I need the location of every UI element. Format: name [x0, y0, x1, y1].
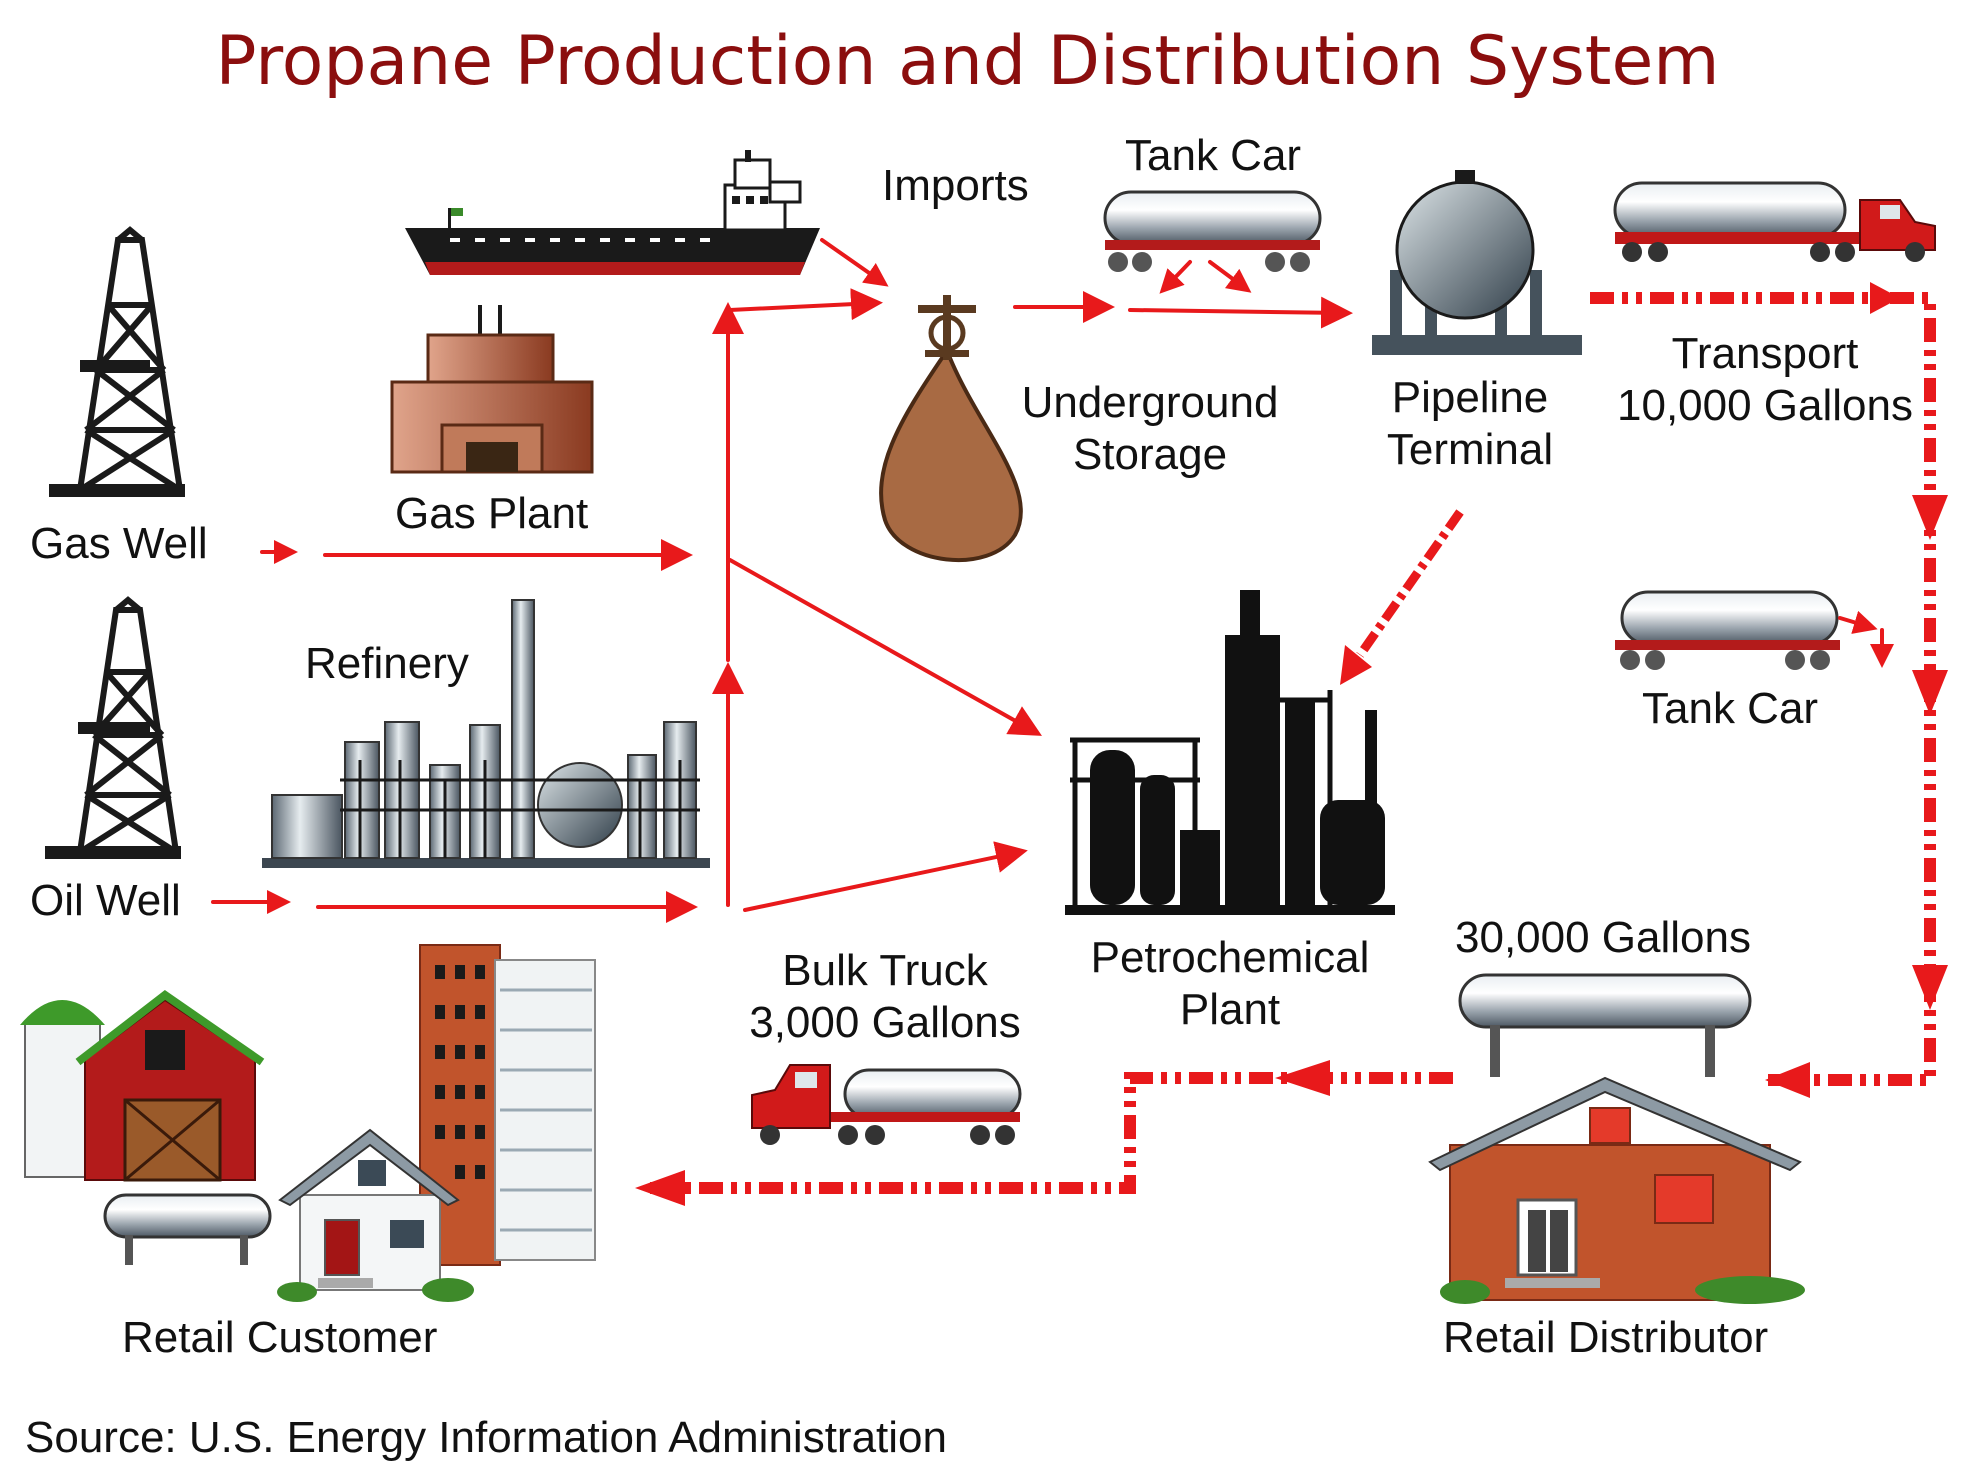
- petrochemical-plant-icon: [1065, 590, 1395, 915]
- pipeline-terminal-line1: Pipeline: [1391, 373, 1549, 422]
- gas-plant-label: Gas Plant: [395, 489, 589, 538]
- underground-storage-line1: Underground: [1021, 378, 1279, 427]
- oil-well-label: Oil Well: [30, 876, 181, 925]
- underground-storage-label: Underground Storage: [1005, 377, 1295, 481]
- customer-tank-icon: [103, 1193, 272, 1265]
- tank-car-top-label: Tank Car: [1125, 131, 1302, 180]
- gas-well-icon: [49, 226, 185, 497]
- gas-well-label: Gas Well: [30, 519, 208, 568]
- refinery-label: Refinery: [305, 639, 469, 688]
- tanker-ship-icon: [405, 150, 820, 275]
- oil-well-icon: [45, 596, 181, 859]
- retail-distributor-building-icon: [1428, 1076, 1805, 1304]
- transport-truck-icon: [1613, 181, 1936, 262]
- refinery-icon: [262, 599, 710, 868]
- gas-plant-icon: [390, 305, 594, 474]
- barn-icon: [20, 990, 265, 1182]
- transport-line2: 10,000 Gallons: [1617, 380, 1913, 430]
- pipeline-terminal-line2: Terminal: [1386, 424, 1554, 474]
- transport-line1: Transport: [1671, 329, 1859, 378]
- tank-car-right-icon: [1615, 590, 1840, 670]
- bulk-truck-label: Bulk Truck 3,000 Gallons: [735, 945, 1035, 1049]
- distributor-tank-icon: [1458, 973, 1752, 1077]
- petrochemical-line2: Plant: [1179, 984, 1281, 1034]
- source-note: Source: U.S. Energy Information Administ…: [25, 1413, 947, 1462]
- retail-distributor-label: Retail Distributor: [1443, 1313, 1769, 1362]
- retail-customer-label: Retail Customer: [122, 1313, 438, 1362]
- petrochemical-line1: Petrochemical: [1090, 933, 1370, 982]
- bulk-truck-line1: Bulk Truck: [782, 946, 988, 995]
- pipeline-terminal-icon: [1372, 170, 1582, 355]
- dashed-arrow-heads: [635, 282, 1948, 1206]
- tank-car-right-label: Tank Car: [1642, 684, 1819, 733]
- bulk-truck-line2: 3,000 Gallons: [749, 997, 1021, 1047]
- imports-label: Imports: [882, 161, 1029, 210]
- apartment-building-icon: [419, 944, 596, 1266]
- distributor-tank-label: 30,000 Gallons: [1455, 913, 1751, 962]
- underground-storage-icon: [879, 295, 1023, 563]
- house-icon: [277, 1128, 474, 1302]
- diagram-title: Propane Production and Distribution Syst…: [215, 22, 1720, 101]
- pipeline-terminal-label: Pipeline Terminal: [1360, 372, 1580, 476]
- bulk-truck-icon: [751, 1064, 1022, 1145]
- underground-storage-line2: Storage: [1072, 429, 1228, 479]
- tank-car-top-icon: [1103, 190, 1322, 272]
- flow-arrows: [211, 238, 1894, 923]
- petrochemical-plant-label: Petrochemical Plant: [1070, 932, 1390, 1036]
- transport-label: Transport 10,000 Gallons: [1595, 328, 1935, 432]
